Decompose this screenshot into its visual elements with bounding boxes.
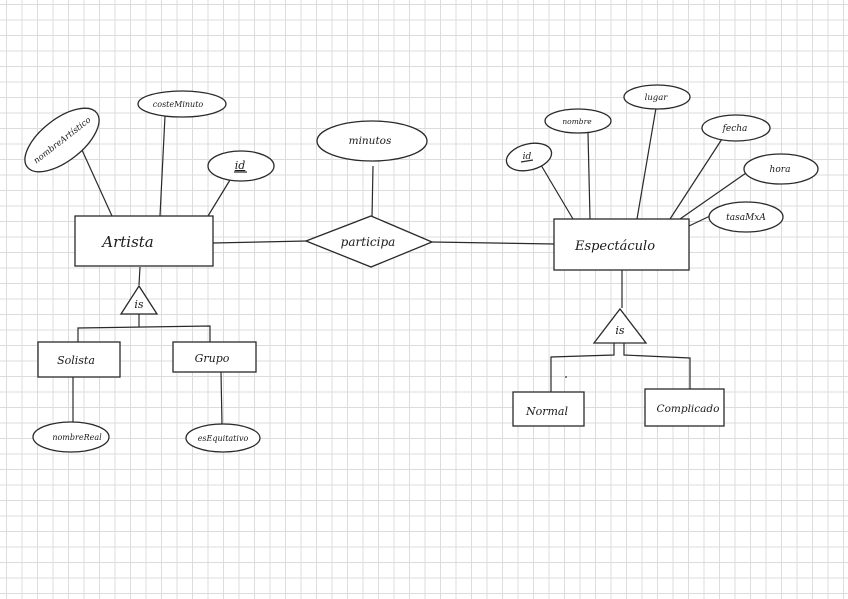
attribute-es-equitativo-label: esEquitativo (198, 434, 249, 443)
entity-complicado-label: Complicado (657, 403, 720, 415)
entity-artista[interactable]: Artista (74, 215, 214, 267)
isa-triangle-right[interactable]: is (592, 307, 648, 344)
attribute-nombre-artistico[interactable]: nombreArtístico (14, 96, 109, 183)
attribute-espectaculo-id[interactable]: id (504, 139, 555, 175)
line-grupo-es-equitativo (220, 371, 223, 426)
attribute-artista-id[interactable]: id (207, 150, 275, 182)
attribute-lugar[interactable]: lugar (623, 84, 691, 110)
entity-grupo-label: Grupo (195, 352, 230, 365)
attribute-hora-label: hora (770, 165, 791, 175)
attribute-coste-minuto-label: costeMinuto (153, 100, 204, 109)
attribute-minutos[interactable]: minutos (316, 120, 428, 162)
attribute-nombre[interactable]: nombre (544, 108, 612, 134)
isa-right-label: is (615, 324, 625, 337)
line-espectaculo-fecha (669, 138, 723, 220)
attribute-nombre-label: nombre (562, 117, 592, 126)
entity-solista[interactable]: Solista (37, 341, 121, 378)
entity-normal[interactable]: Normal (512, 391, 585, 427)
line-espectaculo-lugar (636, 107, 657, 220)
line-artista-participa (212, 240, 308, 244)
line-espectaculo-hora (679, 172, 747, 220)
attribute-tasa-max-label: tasaMxA (726, 213, 766, 223)
attribute-nombre-real-label: nombreReal (52, 433, 102, 442)
line-artista-isa (138, 266, 141, 286)
entity-complicado[interactable]: Complicado (644, 388, 725, 427)
attribute-es-equitativo[interactable]: esEquitativo (185, 423, 261, 453)
entity-espectaculo-label: Espectáculo (574, 239, 655, 254)
entity-espectaculo[interactable]: Espectáculo (553, 218, 690, 271)
attribute-nombre-real[interactable]: nombreReal (32, 421, 110, 453)
line-isa-right-subclasses (550, 343, 615, 392)
line-participa-minutos (371, 165, 374, 219)
isa-triangle-left[interactable]: is (119, 284, 159, 315)
entity-solista-label: Solista (57, 354, 95, 367)
attribute-fecha-label: fecha (722, 124, 748, 134)
attribute-minutos-label: minutos (349, 135, 392, 147)
attribute-lugar-label: lugar (645, 93, 669, 103)
relationship-participa[interactable]: participa (304, 215, 434, 268)
entity-normal-label: Normal (525, 405, 568, 418)
isa-left-label: is (134, 298, 144, 311)
entity-artista-label: Artista (100, 233, 154, 251)
line-espectaculo-nombre (587, 132, 591, 220)
line-espectaculo-tasa (688, 215, 711, 227)
primary-key-underline-right (520, 159, 534, 163)
attribute-hora[interactable]: hora (743, 153, 819, 185)
entity-grupo[interactable]: Grupo (172, 341, 257, 373)
line-artista-nombre-artistico (81, 149, 113, 217)
attribute-artista-id-label: id (235, 159, 246, 172)
line-artista-id (207, 179, 231, 217)
pen-dot-mark (565, 376, 567, 378)
line-participa-espectaculo (431, 241, 556, 245)
line-isa-subclasses (77, 325, 211, 343)
relationship-participa-label: participa (341, 235, 396, 249)
attribute-fecha[interactable]: fecha (701, 114, 771, 142)
connector-lines (72, 107, 747, 426)
attribute-espectaculo-id-label: id (523, 152, 532, 162)
attribute-coste-minuto[interactable]: costeMinuto (137, 90, 227, 118)
line-artista-coste-minuto (159, 115, 166, 217)
line-espectaculo-id (537, 159, 574, 220)
line-isa-right-complicado (623, 343, 691, 390)
attribute-tasa-max[interactable]: tasaMxA (708, 201, 784, 233)
